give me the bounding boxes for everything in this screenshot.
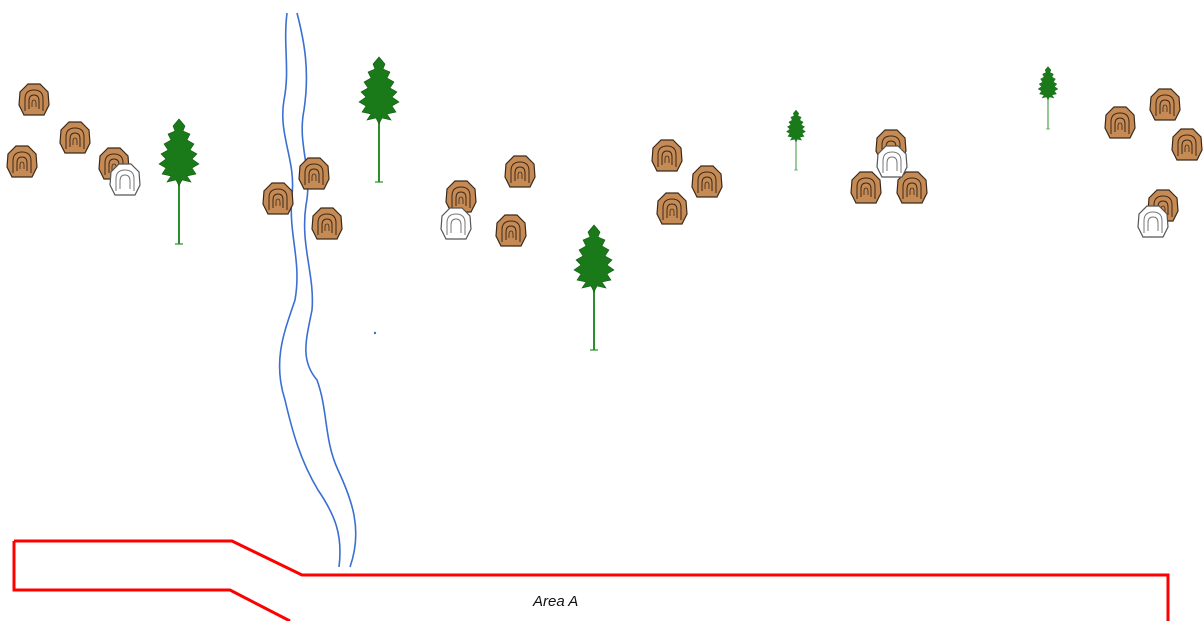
mound-icon	[18, 83, 50, 116]
mound-icon	[262, 182, 294, 215]
trees	[158, 56, 1059, 351]
tree-icon	[358, 56, 400, 183]
mound-icon	[6, 145, 38, 178]
tree-icon	[573, 224, 615, 351]
mound-icon	[59, 121, 91, 154]
stone-icon	[109, 163, 141, 196]
area-outline	[12, 539, 1170, 621]
mound-icon	[504, 155, 536, 188]
stone-icon	[1137, 205, 1169, 238]
area-label: Area A	[532, 593, 578, 610]
mound-icon	[445, 180, 477, 213]
mound-icon	[1104, 106, 1136, 139]
stone-icon	[440, 207, 472, 240]
stream	[278, 12, 357, 568]
tree-icon	[1037, 66, 1059, 130]
mound-icon	[311, 207, 343, 240]
mound-icon	[298, 157, 330, 190]
tree-icon	[785, 109, 807, 171]
stone-icon	[876, 145, 908, 178]
mound-icon	[1171, 128, 1203, 161]
stream-dot	[373, 331, 377, 335]
mound-icon	[1149, 88, 1181, 121]
mound-icon	[691, 165, 723, 198]
mound-icon	[850, 171, 882, 204]
tree-icon	[158, 118, 200, 245]
mound-icon	[651, 139, 683, 172]
mound-icon	[495, 214, 527, 247]
mound-icon	[656, 192, 688, 225]
